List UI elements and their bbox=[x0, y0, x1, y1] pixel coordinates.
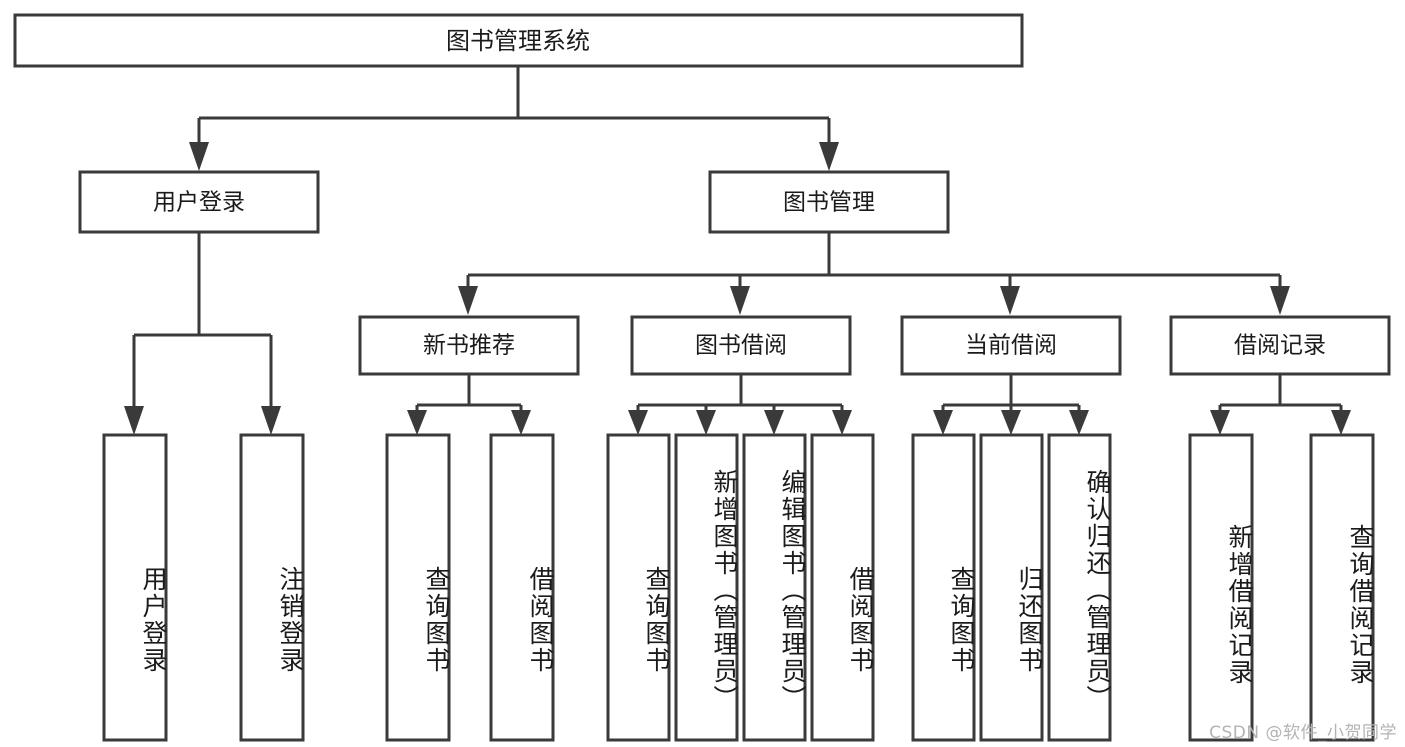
borrow-record-label: 借阅记录 bbox=[1234, 333, 1326, 359]
arrow-to-leaf-borrow-book-2 bbox=[832, 410, 852, 435]
leaf-box-query-book-3[interactable] bbox=[911, 433, 976, 742]
book-manage-label: 图书管理 bbox=[783, 190, 875, 216]
current-borrow-box[interactable] bbox=[900, 315, 1122, 376]
arrow-to-leaf-edit-book bbox=[764, 410, 784, 435]
new-book-recommend-label: 新书推荐 bbox=[423, 333, 515, 359]
node-borrow-record[interactable]: 借阅记录 bbox=[1169, 315, 1391, 376]
book-borrow-label: 图书借阅 bbox=[695, 333, 787, 359]
leaf-box-add-record[interactable] bbox=[1188, 433, 1254, 742]
root-label: 图书管理系统 bbox=[446, 27, 590, 55]
connector-userlogin-to-leaves bbox=[124, 232, 281, 435]
leaf-box-add-book[interactable] bbox=[674, 433, 739, 742]
arrow-to-leaf-return-book bbox=[1001, 410, 1021, 435]
leaf-box-query-record[interactable] bbox=[1309, 433, 1375, 742]
leaf-box-borrow-book-2[interactable] bbox=[810, 433, 875, 742]
root-box[interactable] bbox=[13, 13, 1024, 68]
arrow-to-book-borrow bbox=[730, 286, 750, 315]
arrow-to-leaf-logout bbox=[261, 406, 281, 435]
leaf-box-borrow-book-1[interactable] bbox=[489, 433, 555, 742]
arrow-to-user-login bbox=[189, 142, 209, 171]
leaf-box-return-book[interactable] bbox=[979, 433, 1044, 742]
leaf-box-query-book-2[interactable] bbox=[606, 433, 671, 742]
arrow-to-book-manage bbox=[819, 142, 839, 171]
connector-currentborrow-to-leaves bbox=[933, 374, 1089, 435]
arrow-to-leaf-query-record bbox=[1331, 410, 1351, 435]
connector-bookborrow-to-leaves bbox=[628, 374, 852, 435]
node-book-manage[interactable]: 图书管理 bbox=[708, 170, 950, 234]
arrow-to-leaf-query-book-3 bbox=[933, 410, 953, 435]
connector-root-to-level1 bbox=[189, 66, 839, 171]
connector-newbook-to-leaves bbox=[407, 374, 531, 435]
node-root[interactable]: 图书管理系统 bbox=[13, 13, 1024, 68]
arrow-to-leaf-confirm-return bbox=[1069, 410, 1089, 435]
book-manage-box[interactable] bbox=[708, 170, 950, 234]
arrow-to-leaf-user-login bbox=[124, 406, 144, 435]
current-borrow-label: 当前借阅 bbox=[965, 333, 1057, 359]
arrow-to-borrow-record bbox=[1270, 286, 1290, 315]
leaf-box-user-login[interactable] bbox=[102, 433, 168, 742]
leaf-box-confirm-return[interactable] bbox=[1047, 433, 1112, 742]
node-current-borrow[interactable]: 当前借阅 bbox=[900, 315, 1122, 376]
node-book-borrow[interactable]: 图书借阅 bbox=[630, 315, 852, 376]
borrow-record-box[interactable] bbox=[1169, 315, 1391, 376]
node-new-book-recommend[interactable]: 新书推荐 bbox=[358, 315, 580, 376]
arrow-to-leaf-add-book bbox=[696, 410, 716, 435]
csdn-watermark: CSDN @软件_小贺同学 bbox=[1209, 723, 1397, 743]
arrow-to-new-book-recommend bbox=[458, 286, 478, 315]
leaf-box-logout[interactable] bbox=[239, 433, 305, 742]
leaf-box-edit-book[interactable] bbox=[742, 433, 807, 742]
connector-bookmanage-to-level2 bbox=[458, 232, 1290, 315]
connector-borrowrecord-to-leaves bbox=[1210, 374, 1351, 435]
arrow-to-current-borrow bbox=[1000, 286, 1020, 315]
new-book-recommend-box[interactable] bbox=[358, 315, 580, 376]
node-user-login[interactable]: 用户登录 bbox=[78, 170, 320, 234]
arrow-to-leaf-borrow-book-1 bbox=[511, 410, 531, 435]
leaf-box-query-book-1[interactable] bbox=[385, 433, 451, 742]
user-login-label: 用户登录 bbox=[153, 190, 245, 216]
arrow-to-leaf-query-book-1 bbox=[407, 410, 427, 435]
arrow-to-leaf-add-record bbox=[1210, 410, 1230, 435]
arrow-to-leaf-query-book-2 bbox=[628, 410, 648, 435]
book-borrow-box[interactable] bbox=[630, 315, 852, 376]
